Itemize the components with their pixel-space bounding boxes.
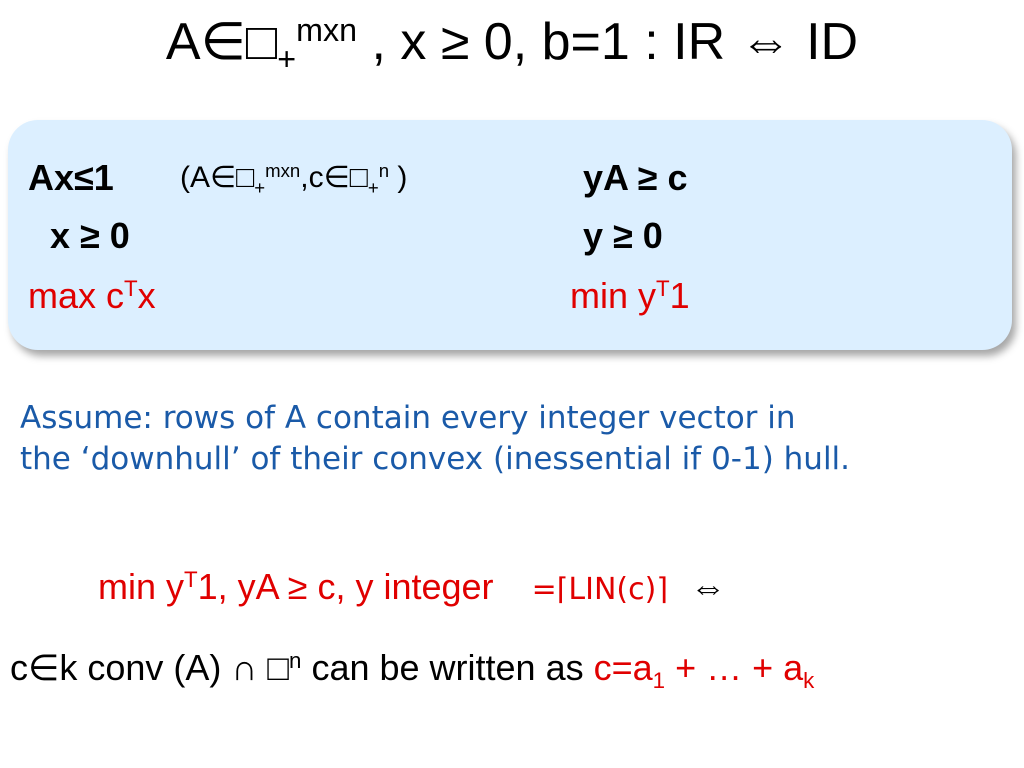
title-part-2: , x ≥ 0, b=1 : IR ⇔ ID (357, 13, 859, 71)
bottom-sup: n (289, 647, 302, 673)
ip-sup: T (184, 566, 198, 592)
bottom-part-2: can be written as (301, 647, 594, 688)
domain-part-1: (A∈□ (180, 161, 255, 194)
slide-title: A∈□+mxn , x ≥ 0, b=1 : IR ⇔ ID (0, 10, 1024, 80)
dual-objective-prefix: min y (570, 275, 657, 316)
bottom-statement: c∈k conv (A) ∩ □n can be written as c=a1… (10, 646, 814, 695)
integer-program-line: min yT1, yA ≥ c, y integer =⌈LIN(c)⌉ ⇔ (98, 565, 726, 614)
domain-part-2: ,c∈□ (300, 161, 368, 194)
ip-lin: ⌈LIN(c)⌉ (556, 572, 669, 607)
dual-objective-sup: T (656, 275, 670, 301)
dual-objective-suffix: 1 (669, 275, 690, 316)
primal-objective-suffix: x (137, 275, 156, 316)
domain-part-3: ) (389, 161, 408, 194)
bottom-sub-2: k (803, 667, 815, 693)
bottom-red-1: c=a (593, 647, 653, 688)
domain-sub-2: + (367, 176, 379, 198)
primal-domain: (A∈□+mxn,c∈□+n ) (180, 158, 407, 201)
bottom-red-2: + … + a (665, 647, 804, 688)
dual-objective: min yT1 (570, 274, 690, 323)
primal-objective: max cTx (28, 274, 156, 323)
primal-nonneg: x ≥ 0 (50, 215, 130, 256)
primal-objective-sup: T (124, 275, 138, 301)
dual-constraint: yA ≥ c (583, 157, 688, 198)
title-part-1: A∈□ (165, 13, 278, 71)
assumption-line-1: Assume: rows of A contain every integer … (20, 400, 796, 436)
ip-prefix: min y (98, 566, 185, 607)
assumption-line-2: the ‘downhull’ of their convex (inessent… (20, 441, 851, 477)
bottom-part-1: c∈k conv (A) ∩ □ (10, 647, 290, 688)
domain-sub-1: + (254, 176, 266, 198)
dual-nonneg: y ≥ 0 (583, 215, 663, 256)
domain-sup-1: mxn (265, 159, 301, 181)
assumption-note: Assume: rows of A contain every integer … (20, 398, 850, 480)
title-subscript: + (277, 41, 297, 78)
primal-objective-prefix: max c (28, 275, 125, 316)
title-superscript: mxn (296, 12, 358, 49)
lp-box (8, 120, 1012, 350)
bottom-sub-1: 1 (652, 667, 666, 693)
domain-sup-2: n (378, 159, 390, 181)
ip-iff: ⇔ (690, 566, 727, 607)
ip-equals: = (531, 572, 557, 607)
primal-constraint: Ax≤1 (28, 157, 114, 198)
ip-mid: 1, yA ≥ c, y integer (197, 566, 494, 607)
